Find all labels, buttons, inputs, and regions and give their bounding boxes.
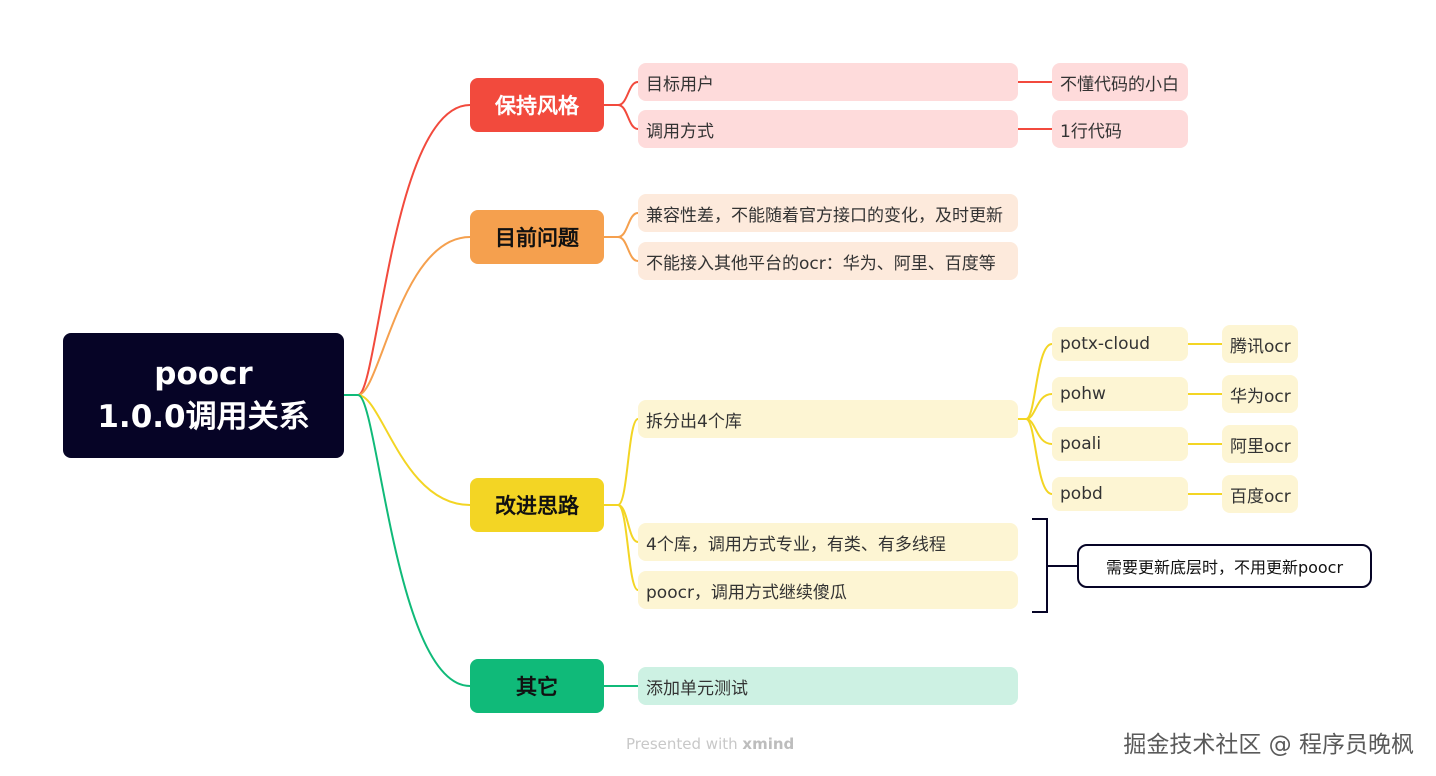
watermark: 掘金技术社区 @ 程序员晚枫 <box>1123 732 1414 758</box>
ocr-baidu[interactable]: 百度ocr <box>1222 475 1298 513</box>
xmind-logo: xmind <box>742 735 795 753</box>
subtopic-split-libs[interactable]: 拆分出4个库 <box>638 400 1018 438</box>
topic-improvement-label: 改进思路 <box>495 494 579 518</box>
topic-current-issues-label: 目前问题 <box>495 226 579 250</box>
topic-keep-style-label: 保持风格 <box>495 94 579 118</box>
root-topic[interactable]: poocr 1.0.0调用关系 <box>63 333 344 458</box>
topic-others-label: 其它 <box>516 675 558 699</box>
subtopic-unit-test[interactable]: 添加单元测试 <box>638 667 1018 705</box>
subtopic-compatibility[interactable]: 兼容性差，不能随着官方接口的变化，及时更新 <box>638 194 1018 232</box>
summary-topic[interactable]: 需要更新底层时，不用更新poocr <box>1077 544 1372 588</box>
leaf-target-user-detail[interactable]: 不懂代码的小白 <box>1052 63 1188 101</box>
lib-pobd[interactable]: pobd <box>1052 477 1188 511</box>
subtopic-poocr-simple[interactable]: poocr，调用方式继续傻瓜 <box>638 571 1018 609</box>
topic-improvement[interactable]: 改进思路 <box>470 478 604 532</box>
topic-current-issues[interactable]: 目前问题 <box>470 210 604 264</box>
presented-with-footer: Presented with xmind <box>626 735 795 753</box>
root-title-line2: 1.0.0调用关系 <box>97 398 310 435</box>
subtopic-four-libs-pro[interactable]: 4个库，调用方式专业，有类、有多线程 <box>638 523 1018 561</box>
topic-others[interactable]: 其它 <box>470 659 604 713</box>
root-title-line1: poocr <box>154 355 253 392</box>
lib-poali[interactable]: poali <box>1052 427 1188 461</box>
leaf-call-method-detail[interactable]: 1行代码 <box>1052 110 1188 148</box>
ocr-huawei[interactable]: 华为ocr <box>1222 375 1298 413</box>
subtopic-other-platforms[interactable]: 不能接入其他平台的ocr：华为、阿里、百度等 <box>638 242 1018 280</box>
topic-keep-style[interactable]: 保持风格 <box>470 78 604 132</box>
lib-potx-cloud[interactable]: potx-cloud <box>1052 327 1188 361</box>
ocr-ali[interactable]: 阿里ocr <box>1222 425 1298 463</box>
subtopic-call-method[interactable]: 调用方式 <box>638 110 1018 148</box>
ocr-tencent[interactable]: 腾讯ocr <box>1222 325 1298 363</box>
subtopic-target-user[interactable]: 目标用户 <box>638 63 1018 101</box>
lib-pohw[interactable]: pohw <box>1052 377 1188 411</box>
